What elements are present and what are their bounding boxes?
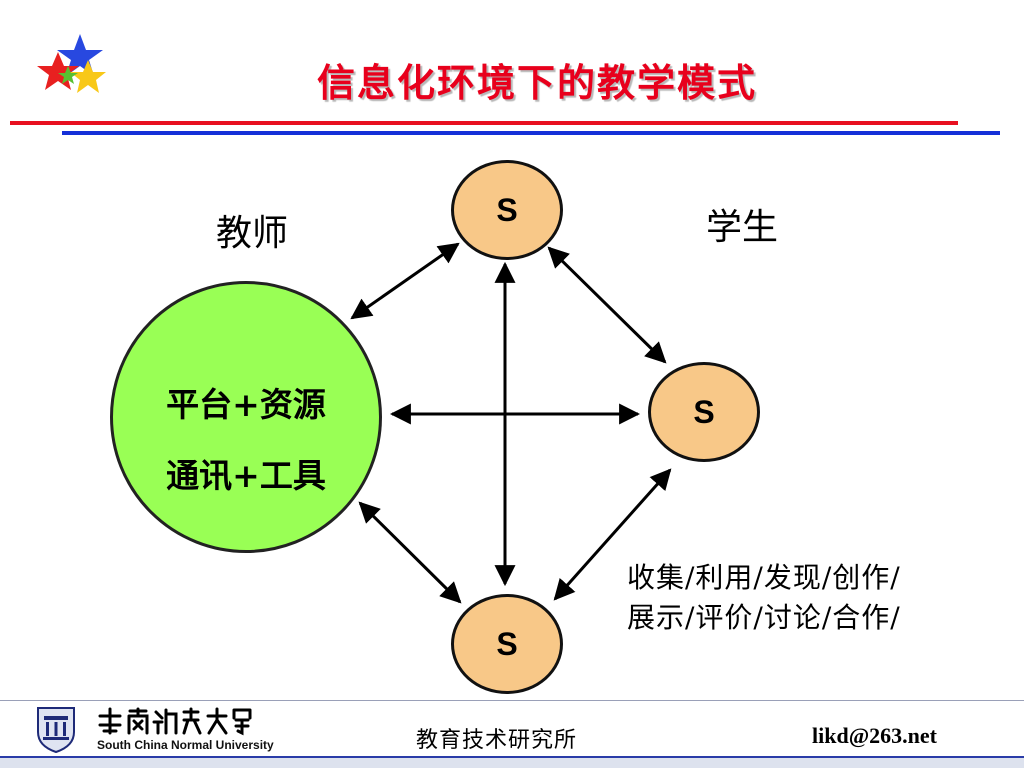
university-emblem-icon xyxy=(37,707,75,754)
department-label: 教育技术研究所 xyxy=(416,728,578,753)
footer-bottom-band xyxy=(0,758,1024,768)
contact-email: likd@263.net xyxy=(812,723,937,748)
teacher-label: 教师 xyxy=(216,213,289,254)
activities-line-1: 收集/利用/发现/创作/ xyxy=(627,561,901,594)
arrow-platform-top xyxy=(350,242,460,320)
title-rule-blue xyxy=(62,131,1000,135)
student-label: 学生 xyxy=(706,207,779,248)
stars-logo-icon xyxy=(37,34,106,93)
arrow-platform-bottom xyxy=(358,501,462,604)
university-name-en: South China Normal University xyxy=(97,738,274,752)
slide-title: 信息化环境下的教学模式 xyxy=(316,60,757,105)
arrow-top-right xyxy=(547,246,667,364)
footer-rule-blue xyxy=(0,756,1024,758)
student-node-bottom: S xyxy=(451,594,563,694)
platform-circle xyxy=(110,281,382,553)
student-node-right: S xyxy=(648,362,760,462)
title-rule-red xyxy=(10,121,958,125)
university-name-cn-calligraphy xyxy=(98,707,252,736)
platform-label-line-2: 通讯+工具 xyxy=(166,456,326,495)
activities-line-2: 展示/评价/讨论/合作/ xyxy=(627,601,901,634)
footer-divider xyxy=(0,700,1024,701)
student-node-top: S xyxy=(451,160,563,260)
platform-label-line-1: 平台+资源 xyxy=(166,385,326,424)
